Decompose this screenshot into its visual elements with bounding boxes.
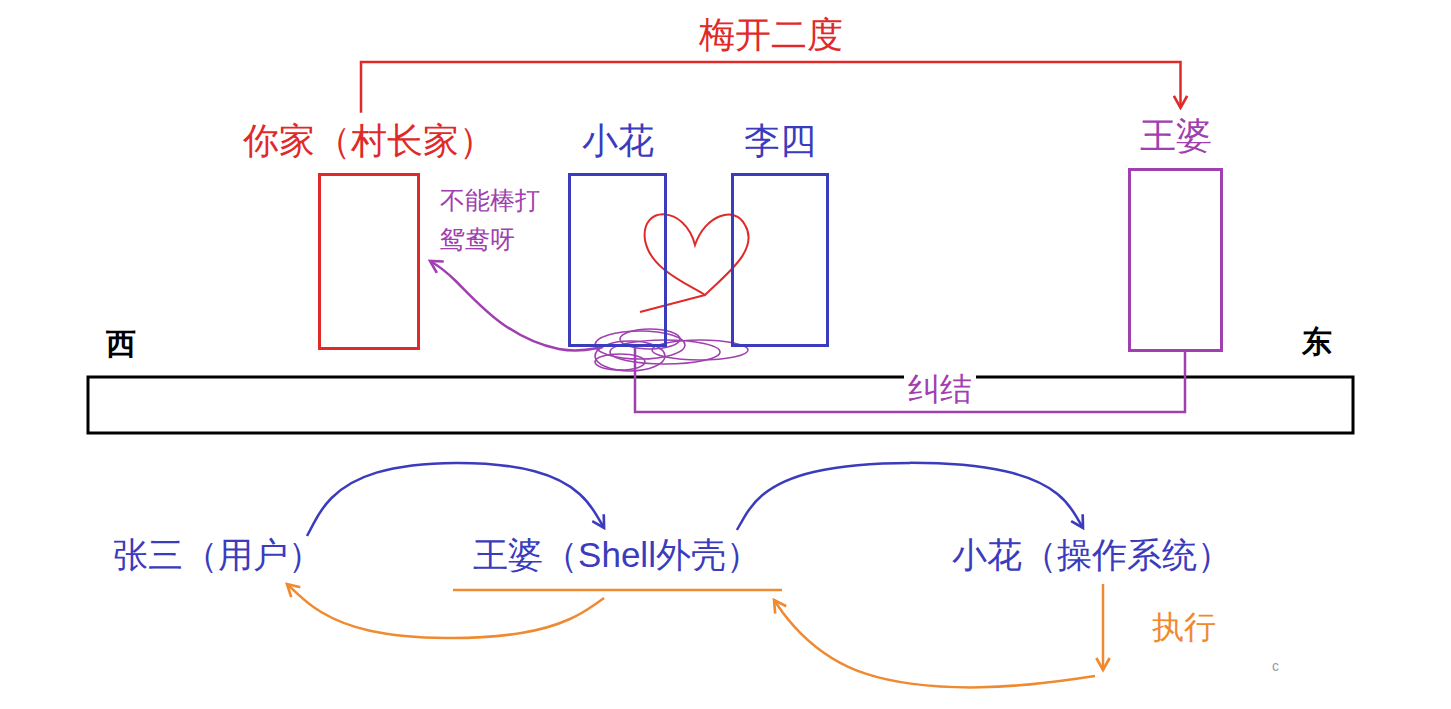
connector-path — [774, 600, 1095, 687]
node-heading: 小花 — [582, 119, 654, 162]
connector-path — [1102, 584, 1105, 670]
connector-path — [635, 347, 1185, 412]
role-node: 王婆（Shell外壳） — [469, 532, 765, 578]
edge-label: 梅开二度 — [695, 13, 847, 56]
person-box: 王婆 — [1128, 168, 1223, 352]
response-arrow — [287, 584, 604, 638]
connector-path — [737, 463, 1083, 530]
connector-path — [307, 463, 604, 536]
edge-label: 纠结 — [904, 370, 976, 408]
connector-path — [361, 62, 1181, 113]
tangle-scribble — [595, 329, 748, 371]
watermark: c — [1272, 658, 1279, 675]
request-arrow — [307, 463, 604, 536]
node-heading: 王婆 — [1140, 114, 1212, 157]
road-band — [88, 377, 1353, 433]
connector-path — [430, 261, 603, 351]
request-arrow — [737, 463, 1083, 530]
direction-label: 东 — [1302, 324, 1332, 360]
role-node: 张三（用户） — [109, 532, 327, 578]
node-text: 张三（用户） — [113, 534, 323, 576]
connector-path — [287, 584, 604, 638]
direction-label: 西 — [106, 326, 136, 362]
underline — [453, 589, 782, 592]
person-box: 小花 — [568, 173, 667, 347]
execute-arrow — [774, 584, 1103, 687]
tangle-line — [635, 347, 1185, 412]
node-heading: 你家（村长家） — [243, 119, 495, 162]
scribble-loop — [595, 354, 645, 370]
node-heading: 李四 — [744, 119, 816, 162]
bracket-arrow — [361, 62, 1181, 113]
edge-label: 执行 — [1148, 608, 1220, 646]
house-box: 你家（村长家） — [318, 173, 420, 350]
person-box: 李四 — [731, 173, 829, 347]
node-text: 小花（操作系统） — [952, 534, 1232, 576]
node-text: 王婆（Shell外壳） — [473, 534, 761, 576]
role-node: 小花（操作系统） — [948, 532, 1236, 578]
callout-note: 不能棒打鸳鸯呀 — [440, 181, 550, 259]
curved-arrow — [430, 261, 603, 351]
